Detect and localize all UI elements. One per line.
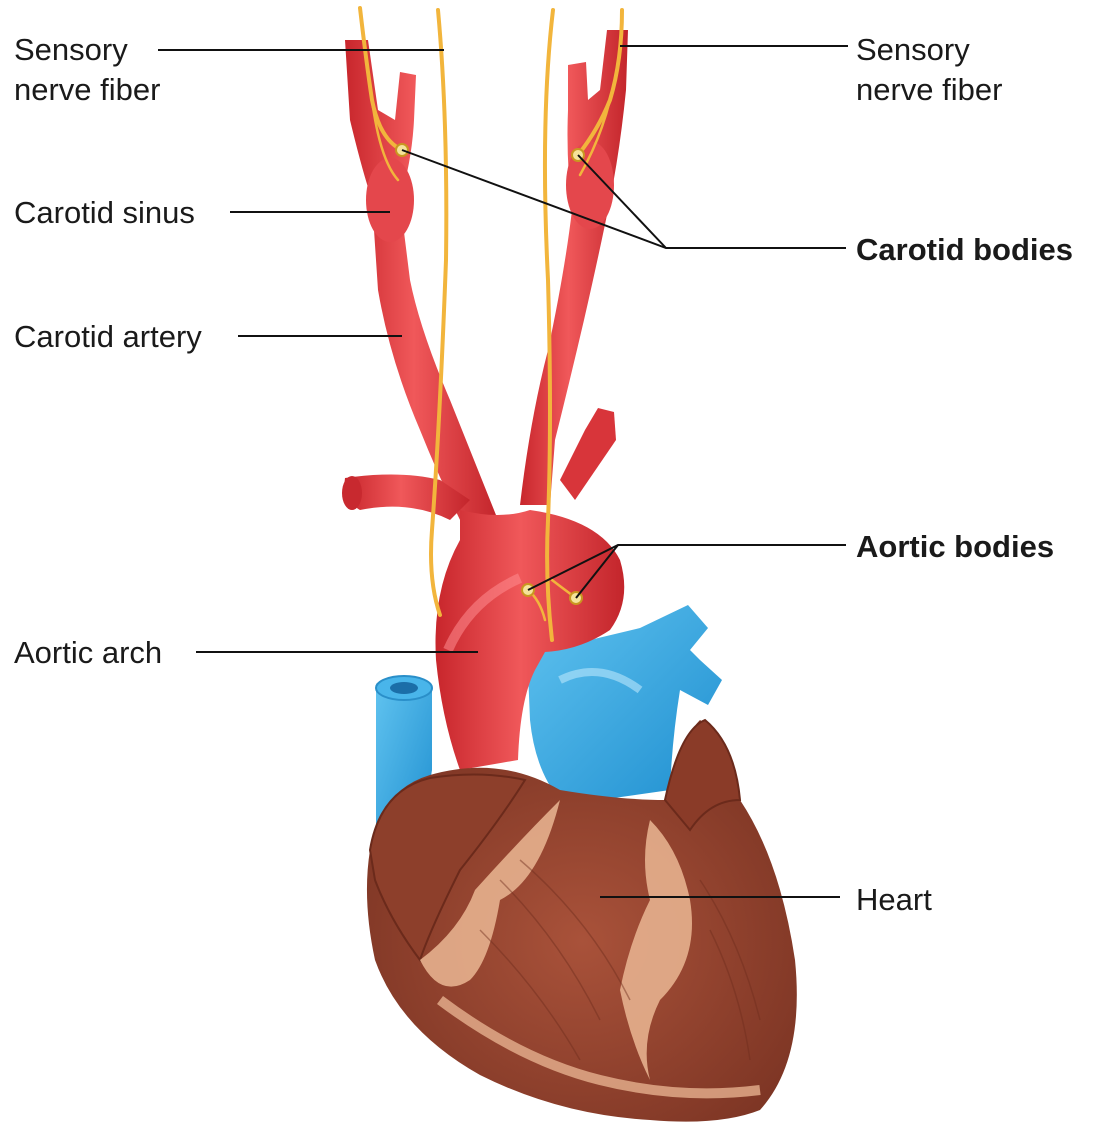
leader-lines xyxy=(158,46,848,897)
right-carotid-artery xyxy=(520,30,628,505)
label-sensory-left-2: nerve fiber xyxy=(14,72,160,107)
leader-carotid-bodies xyxy=(402,150,846,248)
label-aortic-arch: Aortic arch xyxy=(14,635,162,670)
label-carotid-bodies: Carotid bodies xyxy=(856,232,1073,267)
label-sensory-left-1: Sensory xyxy=(14,32,128,67)
label-carotid-sinus: Carotid sinus xyxy=(14,195,195,230)
label-aortic-bodies: Aortic bodies xyxy=(856,529,1054,564)
label-sensory-right-2: nerve fiber xyxy=(856,72,1002,107)
label-heart: Heart xyxy=(856,882,932,917)
label-carotid-artery: Carotid artery xyxy=(14,319,202,354)
label-sensory-right-1: Sensory xyxy=(856,32,970,67)
left-carotid-artery xyxy=(345,40,498,530)
